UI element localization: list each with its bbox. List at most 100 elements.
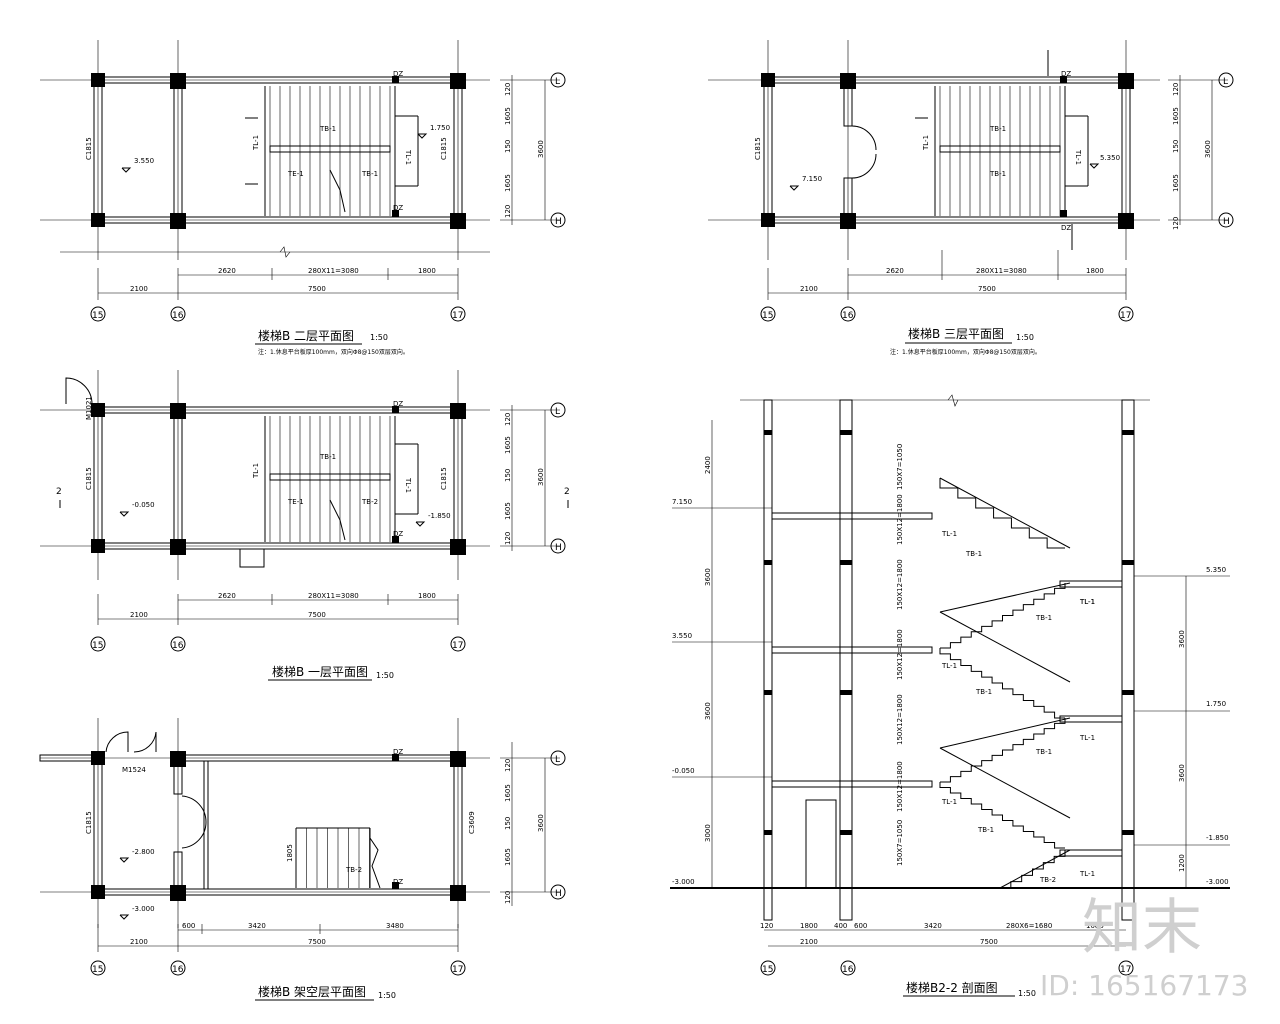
axis-bubble: 16 xyxy=(842,311,854,321)
tb-label: TB-2 xyxy=(345,866,362,874)
dz-label-top: DZ xyxy=(393,70,403,78)
level-mark: 5.350 xyxy=(1206,566,1226,574)
axis-bubble: 15 xyxy=(92,641,103,651)
dz-label-bottom: DZ xyxy=(393,530,403,538)
dim-text: 1800 xyxy=(800,922,818,930)
dim-text: 1605 xyxy=(504,848,512,866)
dim-text: 3420 xyxy=(248,922,266,930)
dim-text: 7500 xyxy=(980,938,998,946)
axis-bubble: 17 xyxy=(452,965,463,975)
level-mark: -0.050 xyxy=(132,501,155,509)
dim-text: 7500 xyxy=(978,285,996,293)
dim-text: 280X11=3080 xyxy=(976,267,1027,275)
axis-bubble: 16 xyxy=(172,641,184,651)
axis-bubble: 16 xyxy=(172,311,184,321)
window-mark xyxy=(840,430,852,435)
dim-text: 2100 xyxy=(130,611,148,619)
dim-text: 150 xyxy=(504,469,512,482)
dim-text: 2100 xyxy=(800,938,818,946)
plan-title: 楼梯B 一层平面图 xyxy=(272,664,368,679)
window-mark xyxy=(1122,830,1134,835)
axis-bubble: 15 xyxy=(92,311,103,321)
dim-text: 150X12=1800 xyxy=(896,761,904,812)
plan-stilt-floor: DZ DZ TB-2 1805 C1815 C3609 M1524 -2.800… xyxy=(39,718,566,1001)
component-label: TB-1 xyxy=(977,826,994,834)
dim-text: 7500 xyxy=(308,611,326,619)
window-mark xyxy=(1122,690,1134,695)
dim-text: 150X7=1050 xyxy=(896,820,904,866)
window-mark xyxy=(764,560,772,565)
dim-text: 150X7=1050 xyxy=(896,444,904,490)
axis-bubble: 15 xyxy=(762,311,773,321)
section-mark: 2 xyxy=(56,487,62,497)
dim-text: 3600 xyxy=(1204,140,1212,158)
level-mark: 3.550 xyxy=(134,157,154,165)
plan-title: 楼梯B 二层平面图 xyxy=(258,328,354,343)
dim-text: 2100 xyxy=(130,938,148,946)
axis-bubble: L xyxy=(555,755,560,765)
tb-label: TB-1 xyxy=(989,125,1006,133)
level-mark: 7.150 xyxy=(672,498,692,506)
window-mark xyxy=(840,830,852,835)
watermark-brand: 知末 xyxy=(1082,893,1202,963)
dim-text: 1800 xyxy=(1086,267,1104,275)
tb-label: TB-1 xyxy=(361,170,378,178)
dim-text: 2100 xyxy=(130,285,148,293)
stair-flight xyxy=(939,478,1065,549)
window-label: C3609 xyxy=(468,811,476,834)
door-label: M1524 xyxy=(122,766,146,774)
dim-text: 1605 xyxy=(504,502,512,520)
axis-bubble: 15 xyxy=(762,965,773,975)
level-mark: -1.850 xyxy=(428,512,451,520)
section-mark: 2 xyxy=(564,487,570,497)
dim-text: 120 xyxy=(504,83,512,96)
window-mark xyxy=(1122,560,1134,565)
component-label: TL-1 xyxy=(941,798,957,806)
axis-bubble: 17 xyxy=(452,311,463,321)
dim-text: 150 xyxy=(1172,140,1180,153)
axis-bubble: L xyxy=(555,407,560,417)
axis-bubble: H xyxy=(555,217,562,227)
plan-second-floor: DZ DZ TB-1 TB-1 TE-1 TL-1 TL-1 C1815 C18… xyxy=(40,40,566,356)
stair-flight xyxy=(940,718,1066,783)
dim-text: 120 xyxy=(504,532,512,545)
stair-line xyxy=(939,611,1071,683)
dim-text: 3600 xyxy=(1178,764,1186,782)
dim-text: 3480 xyxy=(386,922,404,930)
dim-text: 280X11=3080 xyxy=(308,267,359,275)
dz-label-bottom: DZ xyxy=(1061,224,1071,232)
tl-label: TL-1 xyxy=(252,463,260,479)
component-label: TB-1 xyxy=(1035,614,1052,622)
level-mark: -1.850 xyxy=(1206,834,1229,842)
section-view: 7.150 3.550 -0.050 -3.000 2400 3600 3600… xyxy=(670,394,1230,998)
te-label: TE-1 xyxy=(287,498,304,506)
dz-label-top: DZ xyxy=(393,400,403,408)
dim-text: 280X6=1680 xyxy=(1006,922,1052,930)
dim-text: 3600 xyxy=(537,140,545,158)
level-mark: -3.000 xyxy=(132,905,155,913)
dim-text: 1605 xyxy=(504,784,512,802)
window-mark xyxy=(840,560,852,565)
dim-text: 3600 xyxy=(704,702,712,720)
dim-text: 3600 xyxy=(537,814,545,832)
tb-label: TB-2 xyxy=(361,498,378,506)
level-mark: -0.050 xyxy=(672,767,695,775)
level-mark: -2.800 xyxy=(132,848,155,856)
dim-text: 150 xyxy=(504,817,512,830)
window-label: C1815 xyxy=(754,137,762,160)
dim-text: 400 xyxy=(834,922,847,930)
plan-third-floor: DZ DZ TB-1 TB-1 TL-1 TL-1 C1815 7.150 5.… xyxy=(708,40,1234,356)
window-mark xyxy=(1122,430,1134,435)
dim-text: 280X11=3080 xyxy=(308,592,359,600)
dim-text: 600 xyxy=(854,922,867,930)
axis-bubble: 15 xyxy=(92,965,103,975)
stair-line xyxy=(939,582,1071,613)
plan-scale: 1:50 xyxy=(376,671,394,680)
tl-label: TL-1 xyxy=(252,135,260,151)
window-label: C1815 xyxy=(440,137,448,160)
dim-text: 150X12=1800 xyxy=(896,694,904,745)
axis-bubble: L xyxy=(555,77,560,87)
dz-label-bottom: DZ xyxy=(393,878,403,886)
level-mark: 3.550 xyxy=(672,632,692,640)
